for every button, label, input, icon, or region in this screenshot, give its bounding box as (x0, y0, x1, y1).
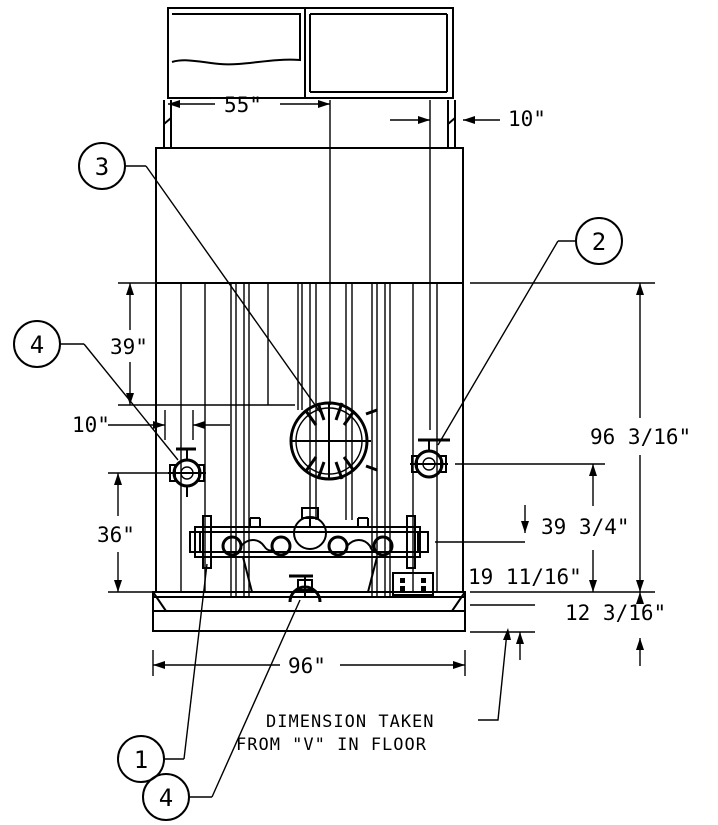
dim-top-right-offset: 10" (508, 107, 546, 131)
balloon-2: 2 (437, 217, 623, 446)
dim-overall-height: 96 3/16" (590, 425, 691, 449)
svg-text:3: 3 (95, 153, 109, 181)
cabinet (152, 147, 466, 632)
dimension-lines (108, 100, 655, 676)
center-tank (289, 401, 378, 481)
dim-left-offset: 10" (72, 413, 110, 437)
svg-text:1: 1 (134, 746, 148, 774)
note-leader (478, 631, 508, 721)
balloon-3: 3 (78, 142, 321, 413)
dim-manifold-height: 36" (97, 523, 135, 547)
drain-valve (288, 574, 322, 603)
roof-unit (163, 7, 456, 148)
dim-left-height: 39" (110, 335, 148, 359)
balloon-4-bottom: 4 (142, 599, 301, 821)
right-valve (410, 438, 450, 479)
dim-mid-height: 39 3/4" (541, 515, 630, 539)
note-line-1: DIMENSION TAKEN (266, 712, 435, 732)
balloon-4-top: 4 (13, 320, 179, 461)
svg-text:2: 2 (592, 228, 606, 256)
dim-floor-height: 12 3/16" (565, 601, 666, 625)
balloon-1: 1 (117, 563, 208, 783)
dim-overall-width: 96" (288, 654, 326, 678)
manifold (189, 507, 429, 593)
junction-box (392, 572, 434, 596)
left-valve (168, 447, 206, 497)
note-line-2: FROM "V" IN FLOOR (236, 735, 427, 755)
dim-top-width: 55" (224, 93, 262, 117)
svg-text:4: 4 (30, 331, 44, 359)
svg-text:4: 4 (159, 784, 173, 812)
dim-low-height: 19 11/16" (468, 565, 582, 589)
